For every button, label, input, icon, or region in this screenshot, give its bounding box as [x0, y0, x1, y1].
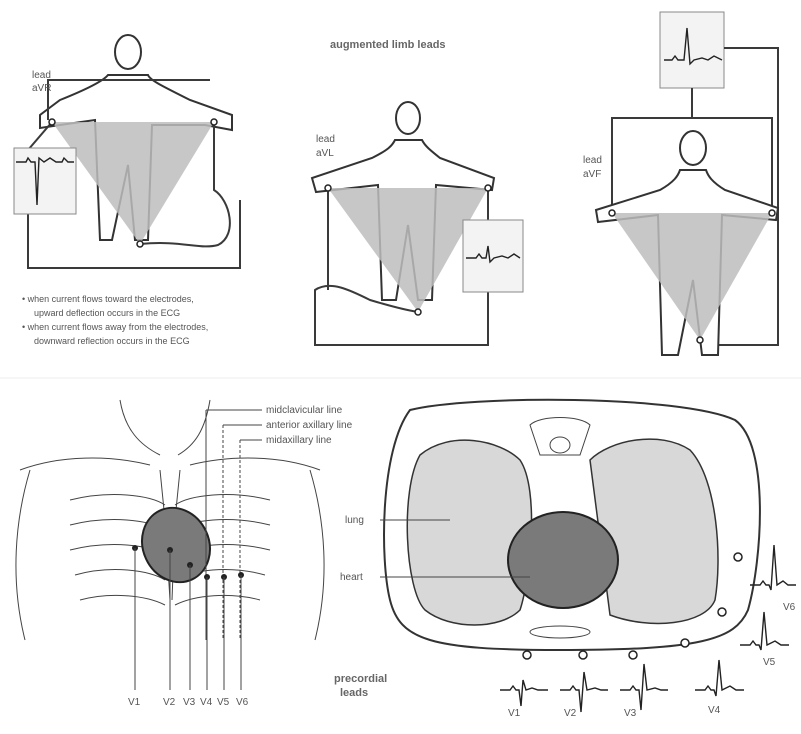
section-electrode-v3: [629, 651, 637, 659]
right-lung: [590, 439, 718, 623]
trace-v4: [695, 660, 744, 696]
trace-v3: [620, 664, 668, 710]
avl-label-2: aVL: [316, 148, 334, 159]
line-label-mal: midaxillary line: [266, 435, 332, 446]
precordial-title-1: precordial: [334, 673, 387, 685]
left-lung: [407, 440, 531, 625]
avl-electrode-f: [415, 309, 421, 315]
avl-label-1: lead: [316, 134, 335, 145]
lung-label: lung: [345, 515, 364, 526]
trace-label-v3: V3: [624, 708, 637, 719]
avr-head: [115, 35, 141, 69]
avf-electrode-la: [769, 210, 775, 216]
avf-ecg-strip: [660, 12, 724, 88]
limb-leads-title: augmented limb leads: [330, 39, 446, 51]
section-electrode-v5: [718, 608, 726, 616]
section-electrode-v2: [579, 651, 587, 659]
heart-label: heart: [340, 572, 363, 583]
avr-label-1: lead: [32, 70, 51, 81]
trace-label-v6: V6: [783, 602, 796, 613]
note-4: downward reflection occurs in the ECG: [34, 336, 190, 346]
line-label-aal: anterior axillary line: [266, 420, 353, 431]
trace-label-v2: V2: [564, 708, 577, 719]
note-2: upward deflection occurs in the ECG: [34, 308, 180, 318]
chest-lead-v4: V4: [200, 697, 213, 708]
avf-label-1: lead: [583, 155, 602, 166]
trace-label-v4: V4: [708, 705, 721, 716]
avl-electrode-ra: [325, 185, 331, 191]
avf-electrode-ra: [609, 210, 615, 216]
chest-figure: midclavicular line anterior axillary lin…: [16, 400, 353, 708]
line-label-mcl: midclavicular line: [266, 405, 343, 416]
trace-v5: [740, 612, 789, 650]
avr-electrode-la: [211, 119, 217, 125]
avr-ecg-strip: [14, 148, 76, 214]
precordial-title-2: leads: [340, 687, 368, 699]
note-3: • when current flows away from the elect…: [22, 322, 208, 332]
cross-section: lung heart: [340, 400, 760, 659]
avr-label-2: aVR: [32, 83, 51, 94]
avr-electrode-ra: [49, 119, 55, 125]
trace-v2: [560, 672, 608, 712]
shoulders-outline: [20, 458, 320, 470]
avl-head: [396, 102, 420, 134]
section-electrode-v1: [523, 651, 531, 659]
trace-label-v1: V1: [508, 708, 521, 719]
avl-ecg-strip: [463, 220, 523, 292]
avl-electrode-la: [485, 185, 491, 191]
line-leaders: [206, 410, 262, 440]
chest-lead-v1: V1: [128, 697, 141, 708]
avf-electrode-f: [697, 337, 703, 343]
chest-lead-v5: V5: [217, 697, 230, 708]
section-electrode-v6: [734, 553, 742, 561]
avf-label-2: aVF: [583, 169, 601, 180]
avr-electrode-f: [137, 241, 143, 247]
trace-v1: [500, 680, 548, 706]
heart-section: [508, 512, 618, 608]
chest-lead-v6: V6: [236, 697, 249, 708]
neck-outline: [120, 400, 210, 455]
note-1: • when current flows toward the electrod…: [22, 294, 194, 304]
chest-lead-v3: V3: [183, 697, 196, 708]
avf-head: [680, 131, 706, 165]
chest-lead-v2: V2: [163, 697, 176, 708]
trace-label-v5: V5: [763, 657, 776, 668]
section-electrode-v4: [681, 639, 689, 647]
